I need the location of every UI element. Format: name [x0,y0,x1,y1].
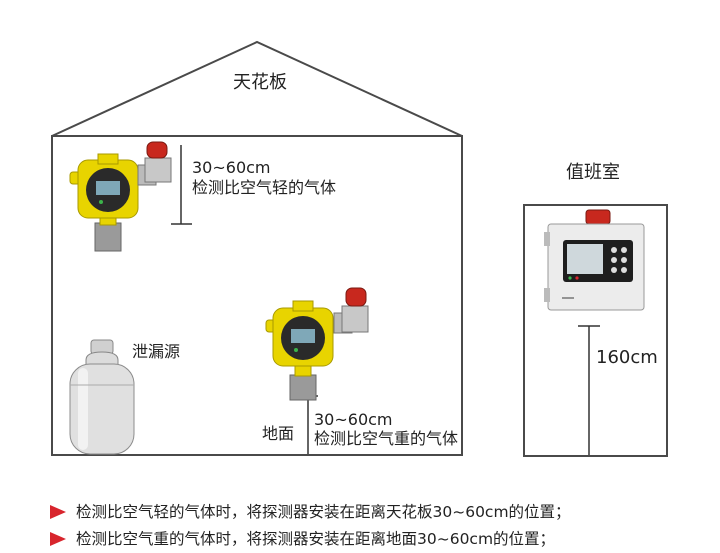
room-outline [51,40,463,456]
floor-label: 地面 [262,424,295,443]
ceiling-label: 天花板 [233,72,287,93]
upper-gas-description: 检测比空气轻的气体 [192,178,337,197]
gas-detector-upper [69,141,172,252]
duty-room-title: 值班室 [566,162,620,183]
measure-line-controller [578,325,600,455]
controller-height-label: 160cm [596,347,658,368]
lower-distance-label: 30~60cm [314,410,393,429]
red-arrow-icon [50,505,66,519]
note-item: 检测比空气重的气体时，将探测器安装在距离地面30~60cm的位置； [50,529,555,549]
gas-cylinder [69,339,135,455]
note-item: 检测比空气轻的气体时，将探测器安装在距离天花板30~60cm的位置； [50,502,571,522]
alarm-controller [544,209,645,311]
leak-source-label: 泄漏源 [132,342,181,361]
lower-gas-description: 检测比空气重的气体 [314,429,459,448]
duty-room-outline [523,204,668,457]
upper-distance-label: 30~60cm [192,158,271,177]
gas-detector-lower [265,287,369,401]
note-text: 检测比空气重的气体时，将探测器安装在距离地面30~60cm的位置； [76,530,556,548]
red-arrow-icon [50,532,66,546]
measure-line-ceiling [171,145,192,225]
note-text: 检测比空气轻的气体时，将探测器安装在距离天花板30~60cm的位置； [76,503,571,521]
